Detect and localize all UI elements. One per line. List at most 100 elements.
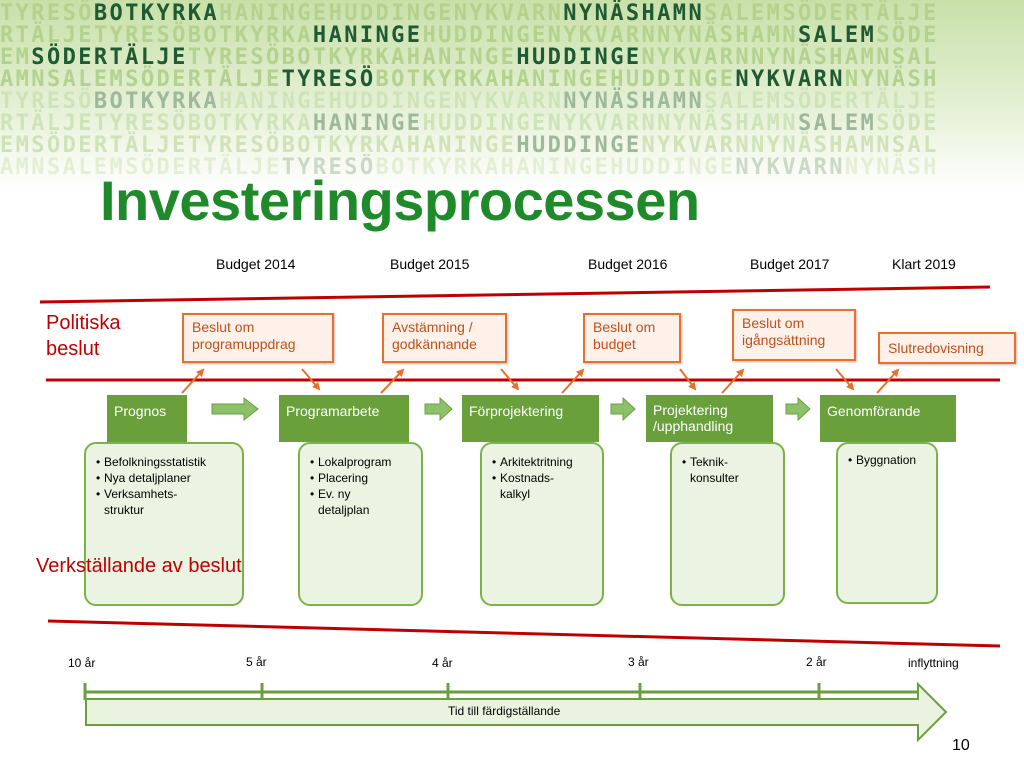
- header-word: HANINGE: [219, 89, 329, 114]
- header-word: HANINGE: [406, 45, 517, 70]
- detail-item: Byggnation: [848, 452, 930, 468]
- detail-box-projektering: Teknik- konsulter: [670, 442, 785, 606]
- header-word: NYNÄSH: [844, 67, 939, 92]
- budget-label: Budget 2017: [750, 256, 830, 272]
- detail-item: Befolkningsstatistik: [96, 454, 236, 470]
- arrow-up-2: [380, 368, 405, 394]
- header-word: HUDDINGE: [422, 111, 548, 136]
- header-word: TYRESÖ: [0, 1, 94, 26]
- header-word: HUDDINGE: [328, 1, 454, 26]
- header-word: NYKVARN: [641, 45, 752, 70]
- timeline-arrow-icon: [85, 681, 948, 743]
- header-word: SALEM: [46, 67, 126, 92]
- header-word: BOTKYRKA: [93, 89, 220, 114]
- header-word: NYKVARN: [547, 23, 658, 48]
- detail-box-prognos: Befolkningsstatistik Nya detaljplaner Ve…: [84, 442, 244, 606]
- timeline-mark: 5 år: [246, 655, 267, 669]
- header-word: SÖDERTÄLJE: [782, 1, 939, 26]
- detail-item: Arkitektritning: [492, 454, 596, 470]
- header-word: SÖDERTÄLJE: [31, 133, 188, 158]
- phase-arrow-icon: [424, 396, 453, 422]
- header-word: HANINGE: [500, 155, 611, 180]
- arrow-up-1: [181, 368, 205, 394]
- header-word: SÖDE: [876, 111, 939, 136]
- phase-projektering: Projektering /upphandling: [646, 395, 773, 442]
- header-word: BOTKYRKA: [281, 133, 407, 158]
- header-word: BOTKYRKA: [93, 1, 220, 26]
- budget-label: Budget 2015: [390, 256, 470, 272]
- arrow-up-3: [561, 368, 585, 394]
- header-word: NYKVARN: [735, 67, 845, 92]
- header-word: TYRESÖ: [281, 67, 376, 92]
- header-row: AMNSALEMSÖDERTÄLJETYRESÖBOTKYRKAHANINGEH…: [0, 68, 939, 92]
- detail-item: Teknik- konsulter: [682, 454, 777, 486]
- header-word: NYNÄSH: [844, 155, 939, 180]
- detail-item: Placering: [310, 470, 415, 486]
- timeline-mark: 3 år: [628, 655, 649, 669]
- header-word: SÖDERTÄLJE: [31, 45, 188, 70]
- header-word: SÖDERTÄLJE: [782, 89, 939, 114]
- decision-text: budget: [593, 336, 636, 352]
- decision-box-slutredovisning: Slutredovisning: [878, 332, 1016, 364]
- detail-box-programarbete: Lokalprogram Placering Ev. ny detaljplan: [298, 442, 423, 606]
- bottom-red-line: [47, 619, 1001, 648]
- timeline-label: Tid till färdigställande: [448, 704, 561, 718]
- header-word: NYKVARN: [547, 111, 658, 136]
- arrow-up-4: [721, 368, 745, 394]
- header-word: NYKVARN: [453, 1, 564, 26]
- header-word: HANINGE: [406, 133, 517, 158]
- arrow-down-1: [301, 368, 321, 391]
- header-row: EMSÖDERTÄLJETYRESÖBOTKYRKAHANINGEHUDDING…: [0, 46, 939, 70]
- phase-genomforande: Genomförande: [820, 395, 956, 442]
- header-word: NYNÄSHAMN: [563, 1, 705, 26]
- arrow-down-2: [500, 368, 520, 391]
- budget-label: Budget 2014: [216, 256, 296, 272]
- header-word: HANINGE: [312, 111, 423, 136]
- header-word: TYRESÖ: [187, 133, 282, 158]
- detail-box-genomforande: Byggnation: [836, 442, 938, 604]
- header-word: SAL: [891, 133, 939, 158]
- header-row: RTÄLJETYRESÖBOTKYRKAHANINGEHUDDINGENYKVA…: [0, 24, 939, 48]
- verkstallande-label: Verkställande av beslut: [36, 555, 242, 577]
- header-word: NYNÄSHAMN: [751, 133, 892, 158]
- arrow-up-5: [876, 368, 900, 394]
- header-word: AMN: [0, 155, 47, 180]
- header-word: TYRESÖ: [187, 45, 282, 70]
- header-word: SALEM: [704, 1, 783, 26]
- header-word: SALEM: [46, 155, 126, 180]
- detail-item: Ev. ny detaljplan: [310, 486, 415, 518]
- header-word: HUDDINGE: [610, 67, 736, 92]
- header-word: BOTKYRKA: [187, 23, 313, 48]
- decision-box-programuppdrag: Beslut om programuppdrag: [182, 313, 334, 363]
- header-word: NYKVARN: [735, 155, 845, 180]
- decision-text: igångsättning: [742, 332, 826, 348]
- header-word: NYNÄSHAMN: [563, 89, 705, 114]
- detail-item: Kostnads- kalkyl: [492, 470, 596, 502]
- header-word: SÖDE: [876, 23, 939, 48]
- politiska-beslut-label: Politiska beslut: [46, 310, 120, 362]
- header-word: TYRESÖ: [93, 23, 188, 48]
- decision-text: Slutredovisning: [888, 340, 984, 356]
- header-word: SALEM: [797, 23, 877, 48]
- budget-label: Klart 2019: [892, 256, 956, 272]
- timeline-mark: 10 år: [68, 656, 96, 670]
- header-word: SALEM: [797, 111, 877, 136]
- detail-item: Nya detaljplaner: [96, 470, 236, 486]
- decision-text: Beslut om: [742, 315, 805, 331]
- header-word: TYRESÖ: [281, 155, 376, 180]
- header-word: NYNÄSHAMN: [657, 111, 798, 136]
- decision-text: programuppdrag: [192, 336, 296, 352]
- header-word: BOTKYRKA: [187, 111, 313, 136]
- decision-box-avstamning: Avstämning / godkännande: [382, 313, 507, 363]
- header-row: EMSÖDERTÄLJETYRESÖBOTKYRKAHANINGEHUDDING…: [0, 134, 939, 158]
- header-word: SALEM: [704, 89, 783, 114]
- detail-item: Verksamhets- struktur: [96, 486, 236, 518]
- header-word: HANINGE: [312, 23, 423, 48]
- decision-text: Avstämning /: [392, 319, 473, 335]
- header-word: NYNÄSHAMN: [751, 45, 892, 70]
- phase-prognos: Prognos: [107, 395, 187, 442]
- top-red-line: [39, 285, 991, 304]
- arrow-down-3: [679, 368, 697, 391]
- header-word: BOTKYRKA: [281, 45, 407, 70]
